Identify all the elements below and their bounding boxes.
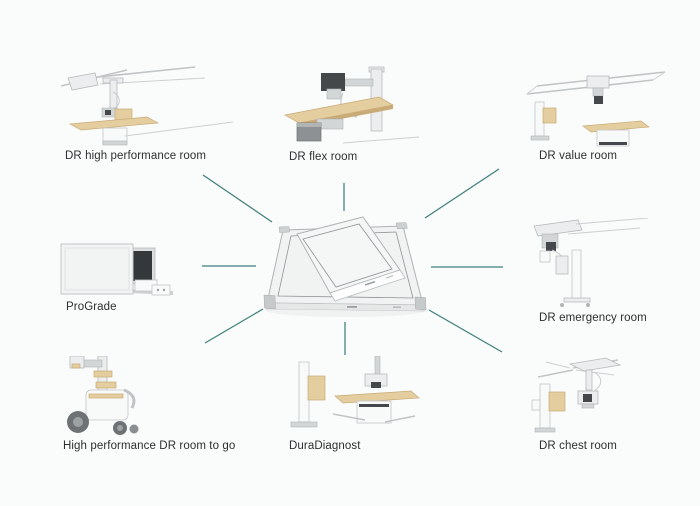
ceiling-suspended-xray-room-icon — [60, 66, 234, 146]
product-label: DR high performance room — [65, 150, 207, 162]
product-label: ProGrade — [66, 301, 117, 313]
emergency-xray-stand-icon — [533, 218, 649, 307]
product-label: DR value room — [539, 150, 617, 162]
product-label: DR chest room — [539, 440, 617, 452]
floor-mounted-xray-room-icon — [290, 356, 420, 428]
ceiling-rail-xray-room-icon — [526, 71, 666, 147]
product-label: DuraDiagnost — [289, 440, 361, 452]
ceiling-tube-chest-stand-icon — [531, 357, 622, 433]
connector-bottom-right — [428, 309, 503, 353]
connector-bottom-left — [204, 308, 264, 344]
flat-panel-detectors-icon — [263, 216, 429, 317]
connector-top-left — [202, 174, 273, 223]
product-label: DR emergency room — [539, 312, 647, 324]
flat-panel-detector-kit-icon — [60, 243, 173, 296]
product-label: High performance DR room to go — [63, 440, 236, 452]
product-label: DR flex room — [289, 151, 358, 163]
connector-top-right — [424, 168, 500, 219]
mobile-xray-unit-icon — [67, 356, 139, 435]
tilting-table-xray-room-icon — [284, 66, 420, 144]
